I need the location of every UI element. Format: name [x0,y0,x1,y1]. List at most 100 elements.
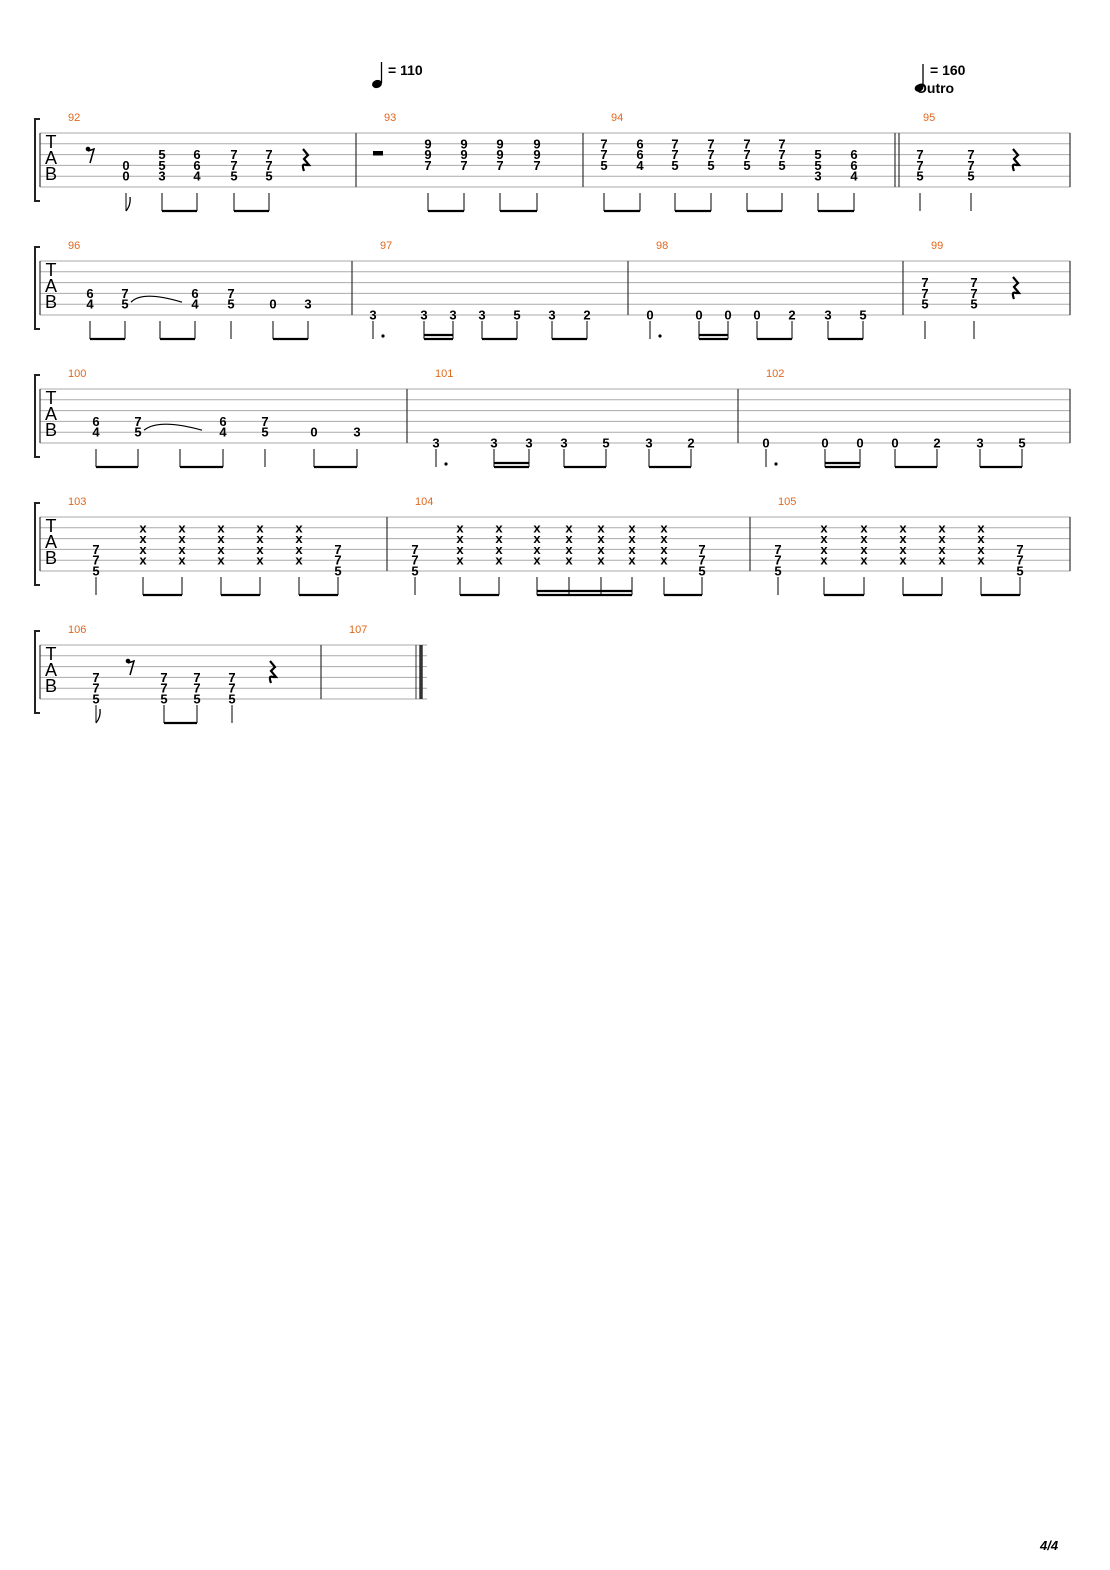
dead-note: x [217,553,225,568]
fret-number: 7 [193,681,200,696]
fret-number: 2 [687,436,694,451]
fret-number: 5 [228,692,235,707]
fret-number: 0 [122,169,129,184]
dead-note: x [178,553,186,568]
dead-note: x [139,520,147,535]
fret-number: 7 [160,681,167,696]
dead-note: x [456,520,464,535]
fret-number: 7 [743,147,750,162]
dead-note: x [495,520,503,535]
fret-number: 7 [778,147,785,162]
fret-number: 6 [86,286,93,301]
dead-note: x [977,531,985,546]
tab-clef-letter: T [46,132,57,152]
fret-number: 7 [230,147,237,162]
dead-note: x [533,553,541,568]
quarter-rest-icon [1011,148,1022,172]
tab-clef-letter: A [45,660,57,680]
dead-note: x [938,542,946,557]
fret-number: 3 [548,308,555,323]
fret-number: 5 [967,169,974,184]
dead-note: x [860,542,868,557]
dead-note: x [295,520,303,535]
fret-number: 9 [460,136,467,151]
tab-clef-letter: A [45,148,57,168]
half-rest-icon [373,151,383,156]
fret-number: 0 [856,436,863,451]
measure-number: 103 [68,496,86,508]
fret-number: 3 [353,425,360,440]
fret-number: 6 [850,147,857,162]
dead-note: x [597,542,605,557]
fret-number: 7 [600,136,607,151]
fret-number: 7 [916,158,923,173]
system-bracket [34,246,40,330]
fret-number: 5 [134,425,141,440]
fret-number: 9 [460,147,467,162]
fret-number: 5 [411,564,418,579]
fret-number: 2 [933,436,940,451]
fret-number: 7 [228,670,235,685]
fret-number: 7 [92,553,99,568]
section-label: Outro [916,80,954,96]
dead-note: x [860,531,868,546]
dead-note: x [565,531,573,546]
fret-number: 7 [774,553,781,568]
fret-number: 7 [707,147,714,162]
fret-number: 0 [753,308,760,323]
measure-number: 98 [656,240,668,252]
fret-number: 7 [698,542,705,557]
measure-number: 94 [611,112,623,124]
fret-number: 7 [970,275,977,290]
dead-note: x [256,531,264,546]
measure-number: 107 [349,624,367,636]
dead-note: x [456,531,464,546]
dead-note: x [533,531,541,546]
fret-number: 7 [160,670,167,685]
fret-number: 6 [636,136,643,151]
fret-number: 5 [671,158,678,173]
fret-number: 0 [821,436,828,451]
dead-note: x [977,553,985,568]
fret-number: 7 [92,542,99,557]
fret-number: 5 [261,425,268,440]
fret-number: 9 [533,147,540,162]
fret-number: 5 [743,158,750,173]
fret-number: 7 [193,670,200,685]
fret-number: 4 [92,425,100,440]
quarter-rest-icon [301,148,312,172]
dead-note: x [977,542,985,557]
tab-clef-letter: A [45,276,57,296]
fret-number: 7 [921,275,928,290]
measure-number: 97 [380,240,392,252]
measure-number: 101 [435,368,453,380]
dead-note: x [820,531,828,546]
fret-number: 5 [774,564,781,579]
dead-note: x [217,531,225,546]
system-bracket [34,630,40,714]
fret-number: 3 [560,436,567,451]
fret-number: 7 [967,147,974,162]
tab-clef-letter: A [45,404,57,424]
measure-number: 96 [68,240,80,252]
measure-number: 102 [766,368,784,380]
quarter-note-icon [372,79,382,89]
dead-note: x [938,531,946,546]
duration-dot [658,334,662,338]
fret-number: 9 [533,136,540,151]
systems-layer: TAB9200553664775775939979979979979477566… [34,112,1071,725]
fret-number: 7 [228,681,235,696]
fret-number: 7 [970,286,977,301]
fret-number: 7 [743,136,750,151]
fret-number: 5 [227,297,234,312]
dead-note: x [256,542,264,557]
quarter-note-icon [914,84,924,92]
dead-note: x [628,520,636,535]
tab-system: TAB103775xxxxxxxxxxxxxxxxxxxx775104775xx… [34,496,1071,597]
dead-note: x [139,553,147,568]
dead-note: x [178,520,186,535]
measure-number: 92 [68,112,80,124]
dead-note: x [820,520,828,535]
